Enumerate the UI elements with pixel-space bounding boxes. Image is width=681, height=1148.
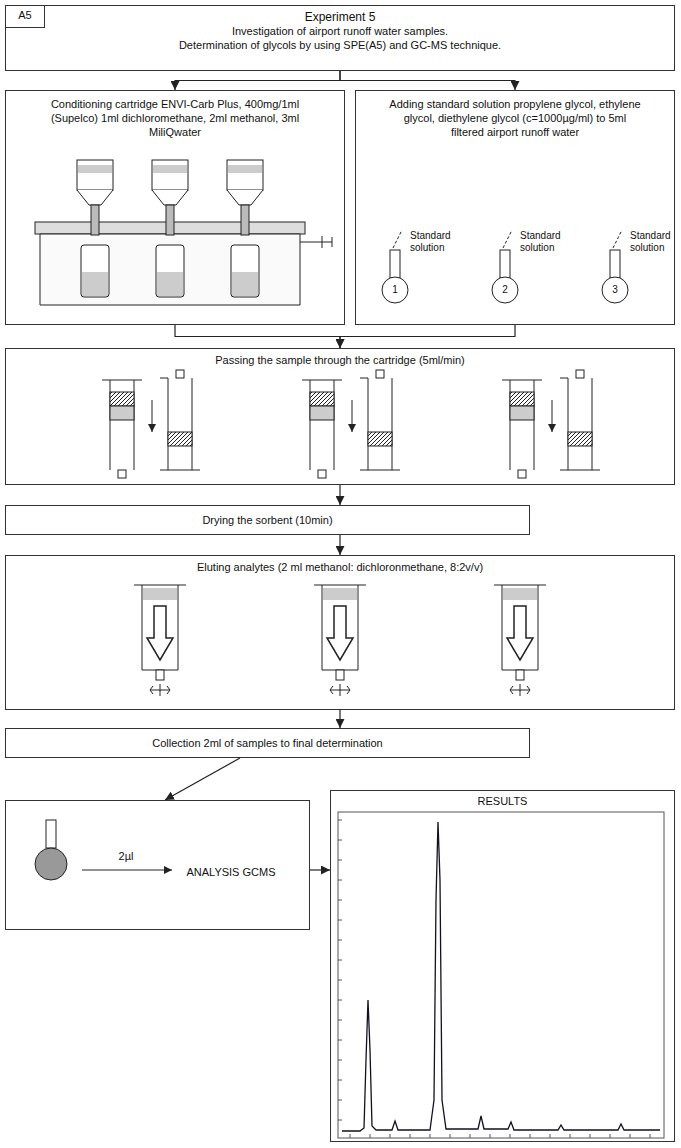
title-box: A5Experiment 5Investigation of airport r… (5, 5, 675, 71)
node-heading: Eluting analytes (2 ml methanol: dichlor… (16, 560, 664, 574)
sample-vial (35, 820, 172, 880)
elution-syringes (134, 585, 546, 696)
flow-arrow (165, 758, 240, 800)
process-box: Drying the sorbent (10min) (5, 505, 530, 535)
process-box: Conditioning cartridge ENVI-Carb Plus, 4… (5, 90, 345, 325)
node-text: ANALYSIS GCMS (176, 865, 286, 879)
flask-number: 3 (609, 284, 621, 296)
flow-arrow (340, 325, 515, 348)
node-heading: Drying the sorbent (10min) (16, 513, 519, 527)
node-heading: Experiment 5 (16, 10, 664, 24)
chromatogram (338, 812, 664, 1138)
flask-label: Standard solution (630, 230, 674, 254)
process-box: Collection 2ml of samples to final deter… (5, 728, 530, 758)
flask-number: 2 (499, 284, 511, 296)
node-heading: Passing the sample through the cartridge… (16, 353, 664, 367)
syringe-pairs (102, 370, 600, 478)
node-heading: Conditioning cartridge ENVI-Carb Plus, 4… (40, 97, 310, 139)
process-box: Eluting analytes (2 ml methanol: dichlor… (5, 555, 675, 710)
standard-flask (382, 230, 628, 303)
flow-arrow (340, 71, 515, 90)
node-heading: Collection 2ml of samples to final deter… (16, 736, 519, 750)
results-box: RESULTS (330, 790, 675, 1142)
node-text: Determination of glycols by using SPE(A5… (16, 38, 664, 52)
flask-number: 1 (389, 284, 401, 296)
flask-label: Standard solution (410, 230, 472, 254)
flow-arrow (310, 869, 330, 870)
node-heading: 2µl (106, 849, 146, 863)
process-box: Adding standard solution propylene glyco… (355, 90, 675, 325)
experiment-tag: A5 (5, 5, 45, 28)
spe-manifold (35, 160, 332, 305)
node-heading: Adding standard solution propylene glyco… (386, 97, 644, 139)
node-heading: A5 (8, 8, 42, 22)
flow-arrow (175, 71, 340, 90)
process-box: Passing the sample through the cartridge… (5, 348, 675, 485)
flow-arrow (175, 325, 340, 348)
flow-arrow (339, 535, 340, 555)
analysis-box: 2µlANALYSIS GCMS (5, 800, 310, 930)
node-text: Investigation of airport runoff water sa… (16, 24, 664, 38)
flow-arrow (339, 710, 340, 728)
flow-arrow (339, 485, 340, 505)
node-heading: RESULTS (341, 794, 664, 808)
flask-label: Standard solution (520, 230, 582, 254)
